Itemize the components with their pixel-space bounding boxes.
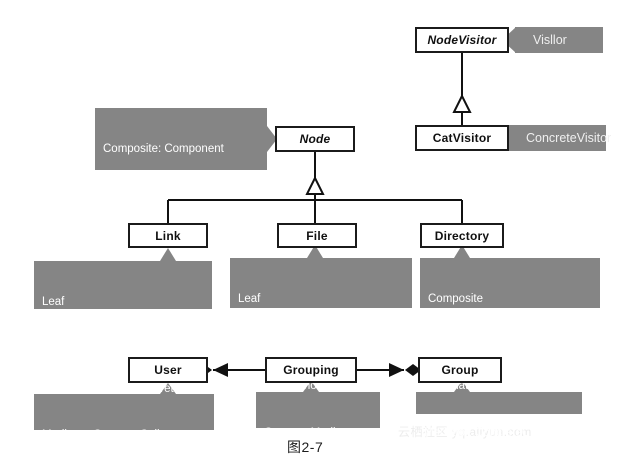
class-box-user[interactable]: User	[128, 357, 208, 383]
note-link-roles-line-3: TemplateMothod: ConcreteClass	[42, 383, 209, 395]
edge-catvisitor-nodevisitor	[452, 53, 472, 125]
note-node-roles: Composite: Component Proxy: Subject Temp…	[95, 108, 269, 286]
note-connector-nubs	[160, 245, 470, 394]
class-box-group[interactable]: Group	[418, 357, 502, 383]
class-box-node-visitor[interactable]: NodeVisitor	[415, 27, 509, 53]
figure-caption: 图2-7	[287, 439, 324, 455]
note-grouping-roles: ConcreteModiator Singleton	[256, 392, 380, 439]
class-box-file[interactable]: File	[277, 223, 357, 248]
class-box-cat-visitor[interactable]: CatVisitor	[415, 125, 509, 151]
class-box-directory[interactable]: Directory	[420, 223, 504, 248]
note-node-roles-line-2: Proxy: Subject	[103, 186, 178, 199]
class-box-grouping[interactable]: Grouping	[265, 357, 357, 383]
note-node-roles-pointer-icon	[267, 126, 277, 152]
note-group-roles-line-1: Mediator: ConcreteColleagua	[424, 427, 574, 439]
note-node-roles-line-1: Composite: Component	[103, 143, 224, 155]
class-box-node[interactable]: Node	[275, 126, 355, 152]
note-link-roles-line-1: Leaf	[42, 296, 65, 308]
note-link-roles: Leaf Proxy TemplateMothod: ConcreteClass	[34, 261, 212, 395]
tag-concrete-visitor-role: ConcreteVisitor	[508, 125, 611, 151]
note-file-roles-line-1: Leaf	[238, 293, 261, 305]
site-watermark: 云栖社区 yq.aliyun.com	[398, 425, 532, 439]
note-grouping-roles-line-1: ConcreteModiator	[264, 427, 356, 439]
note-directory-roles-line-1: Composite	[428, 293, 483, 305]
note-group-roles: Mediator: ConcreteColleagua	[416, 392, 582, 439]
note-file-roles-line-3: TemplateMothod: ConcreteClass	[238, 380, 405, 392]
note-file-roles-line-2: Proxy: RealSubject	[238, 336, 336, 349]
note-directory-roles-line-3: TemplateMothod: ConcreteClass	[428, 380, 595, 392]
note-directory-roles-line-2: Proxy: RealSubject	[428, 336, 526, 349]
tag-visitor-role-label: Visllor	[533, 32, 567, 47]
tag-visitor-role: Visllor	[515, 27, 603, 53]
note-directory-roles: Composite Proxy: RealSubject TemplateMot…	[420, 258, 600, 392]
tag-concrete-visitor-role-label: ConcreteVisitor	[526, 130, 612, 145]
edge-node-subclasses	[167, 152, 463, 223]
note-user-roles-line-1: Mediotor: ConcrateColloogua	[42, 429, 192, 441]
class-box-link[interactable]: Link	[128, 223, 208, 248]
note-link-roles-line-2: Proxy	[42, 339, 72, 352]
note-user-roles: Mediotor: ConcrateColloogua Singieton (v…	[34, 394, 214, 441]
note-file-roles: Leaf Proxy: RealSubject TemplateMothod: …	[230, 258, 412, 392]
edge-grouping-group	[357, 363, 421, 377]
